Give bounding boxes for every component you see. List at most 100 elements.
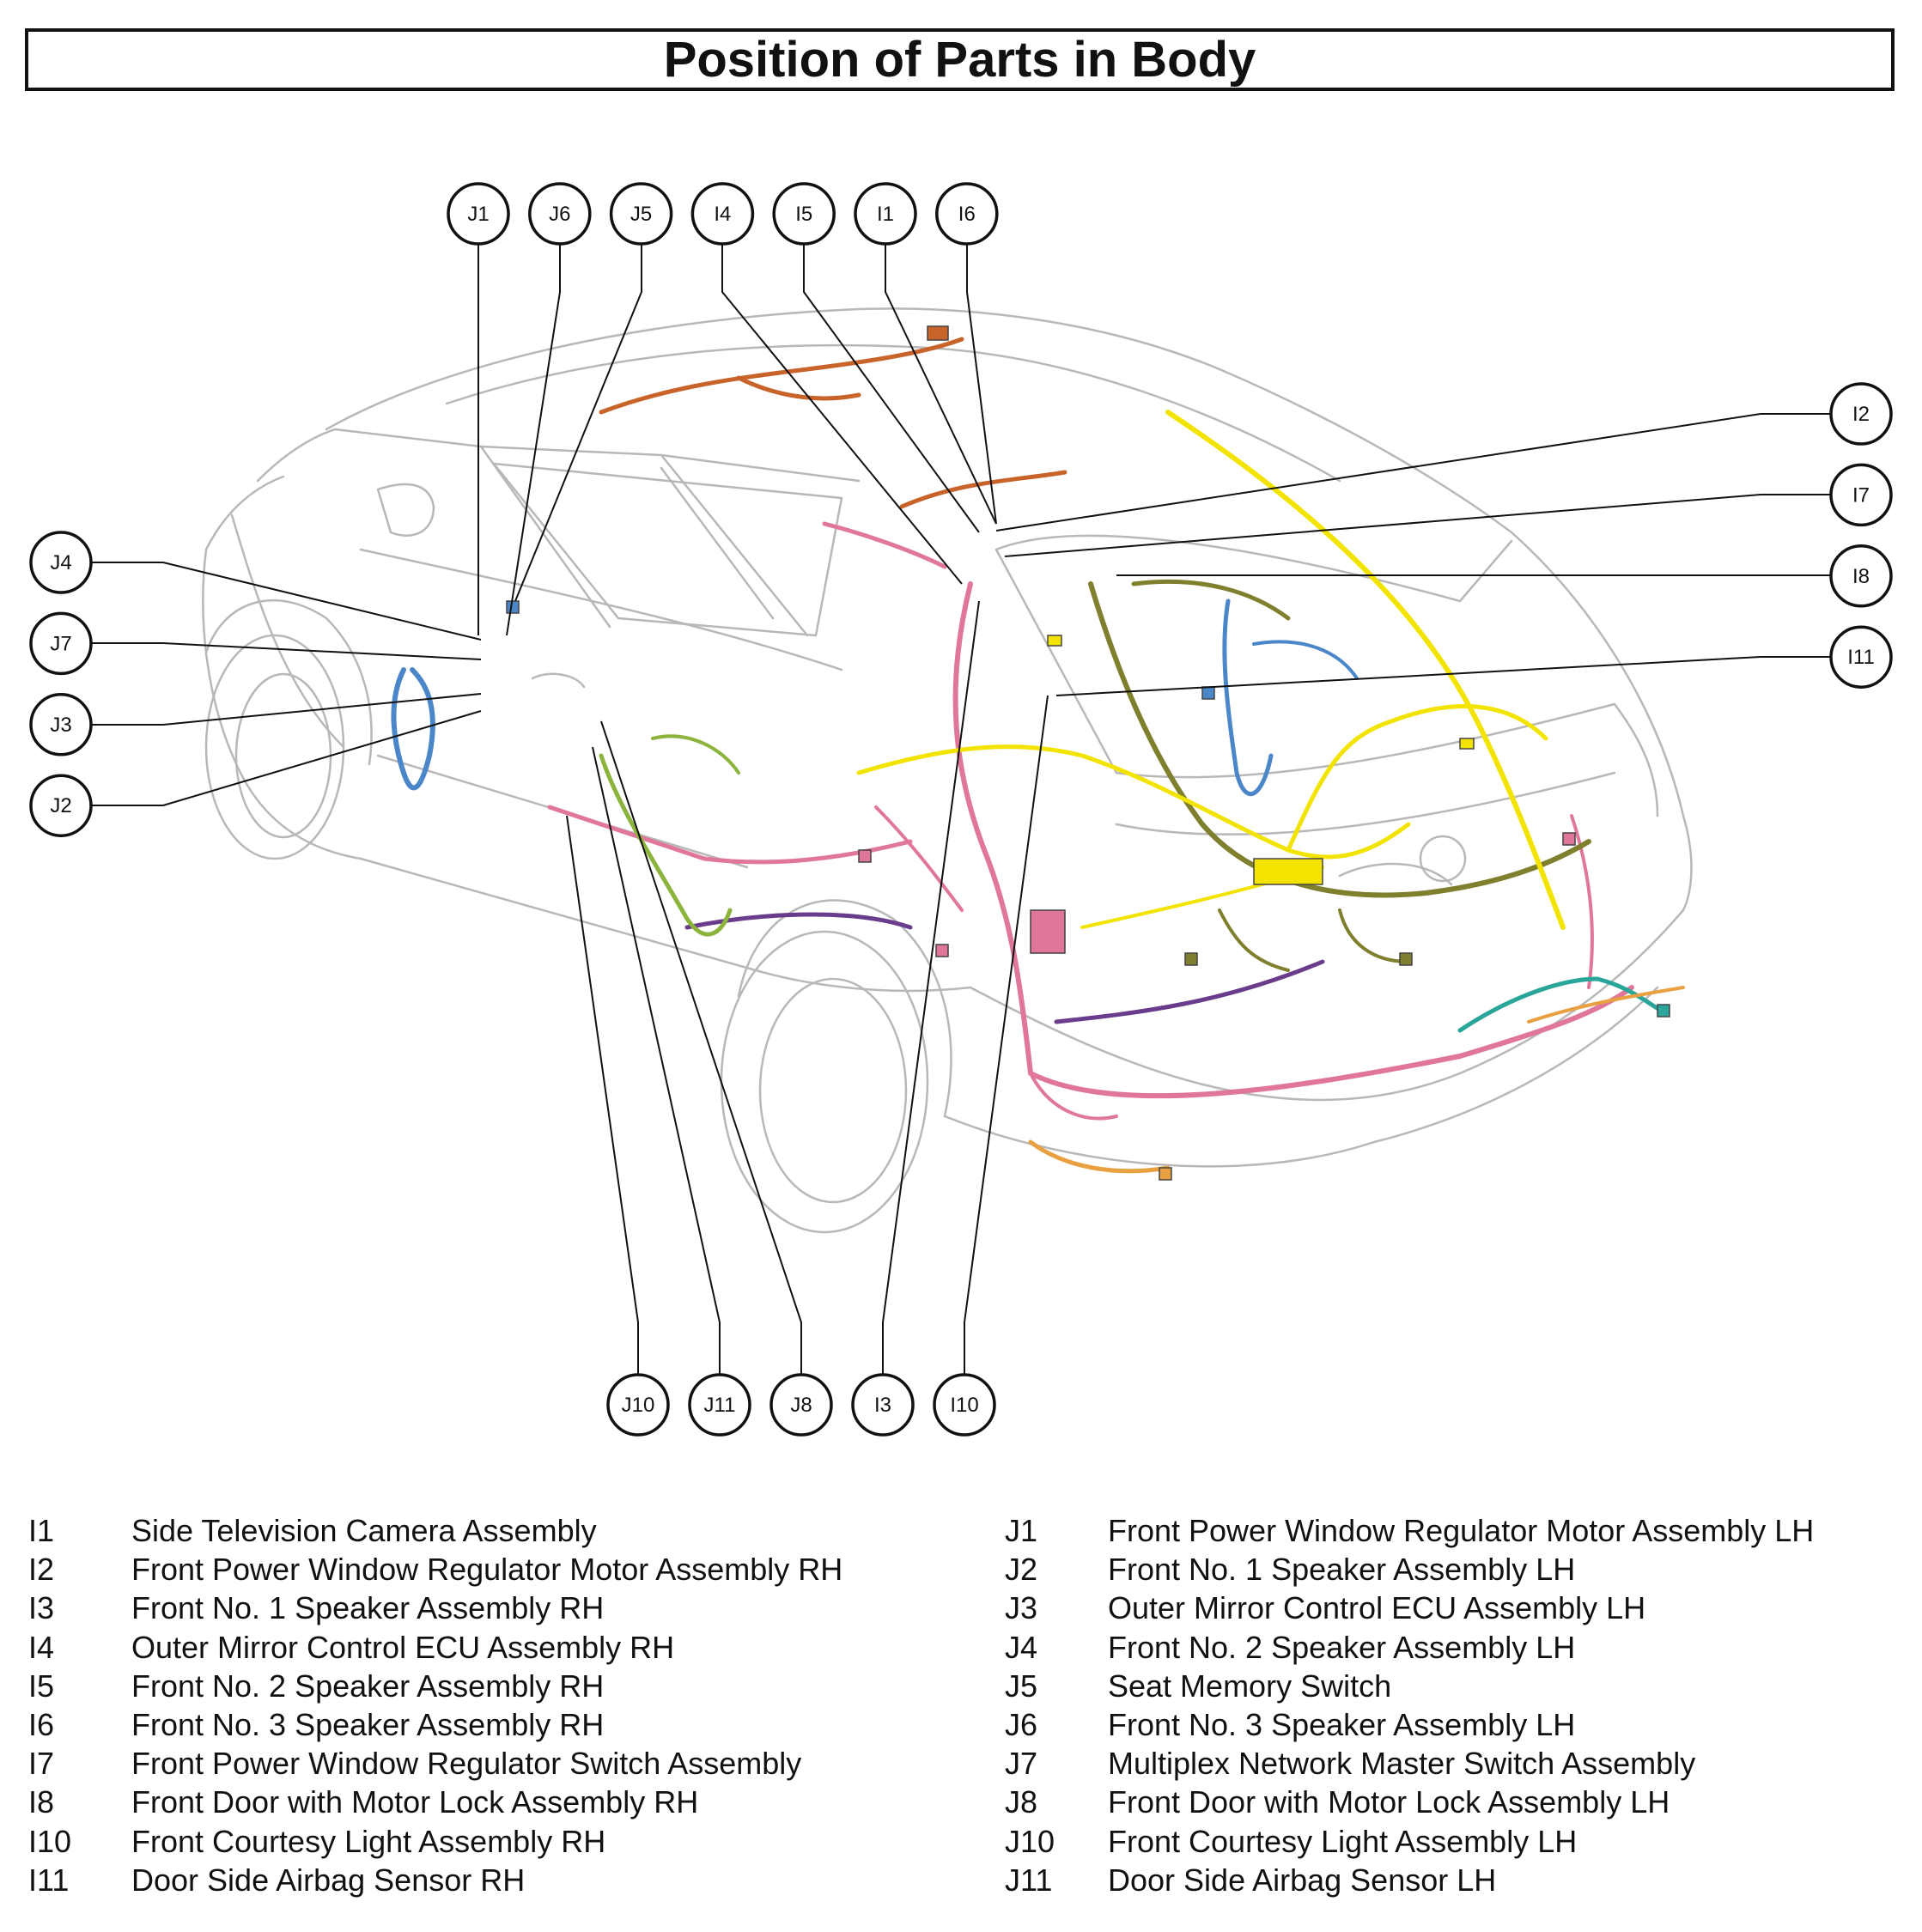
legend-part-name: Front Courtesy Light Assembly RH xyxy=(131,1823,606,1859)
harness-orange xyxy=(736,375,861,401)
callout-label: J3 xyxy=(50,714,71,737)
legend-part-name: Front No. 2 Speaker Assembly RH xyxy=(131,1668,605,1704)
callout-label: I3 xyxy=(874,1394,891,1417)
harness-teal xyxy=(1457,976,1669,1033)
callout-label: I5 xyxy=(795,203,812,226)
connector xyxy=(1459,738,1475,750)
harness-pink xyxy=(1029,1072,1118,1121)
harness-olive xyxy=(1218,908,1290,972)
legend-code: J2 xyxy=(1005,1552,1038,1588)
legend-part-name: Front No. 1 Speaker Assembly RH xyxy=(131,1590,605,1626)
callout-i6: I6 xyxy=(935,182,999,246)
callout-circle xyxy=(29,611,93,676)
callout-circle xyxy=(688,1373,751,1437)
connector xyxy=(1657,1004,1670,1018)
harness-purple xyxy=(1054,959,1325,1024)
callout-label: J4 xyxy=(50,551,71,574)
legend-row: J5 Seat Memory Switch xyxy=(1005,1667,1814,1705)
legend-part-name: Door Side Airbag Sensor RH xyxy=(131,1862,526,1898)
harness-orange xyxy=(899,470,1067,509)
callout-circle xyxy=(29,531,93,594)
leader-line-i7 xyxy=(1004,494,1831,557)
legend-part-name: Side Television Camera Assembly xyxy=(131,1513,597,1548)
leader-line-j8 xyxy=(600,720,802,1375)
callout-label: J1 xyxy=(467,203,489,226)
callout-circle xyxy=(29,693,93,756)
legend-part-name: Seat Memory Switch xyxy=(1108,1668,1392,1704)
callout-circle xyxy=(1829,544,1893,608)
callout-j1: J1 xyxy=(447,182,510,246)
callout-circle xyxy=(854,182,917,246)
leader-line-j6 xyxy=(506,244,561,636)
callout-label: I4 xyxy=(714,203,731,226)
callout-label: I1 xyxy=(877,203,894,226)
harness-pink xyxy=(1570,814,1594,989)
harness-olive xyxy=(1088,581,1591,898)
callout-label: I6 xyxy=(958,203,976,226)
harness-yellow xyxy=(1286,704,1548,853)
legend-part-name: Front Door with Motor Lock Assembly LH xyxy=(1108,1784,1670,1820)
callout-circle xyxy=(1829,625,1893,689)
leader-line-i6 xyxy=(966,244,997,525)
leader-line-j2 xyxy=(91,710,482,806)
callout-label: J8 xyxy=(790,1394,812,1417)
connector xyxy=(1184,952,1198,966)
callout-j11: J11 xyxy=(688,1373,751,1437)
callout-circle xyxy=(772,182,836,246)
legend-part-name: Door Side Airbag Sensor LH xyxy=(1108,1862,1497,1898)
leader-line-i5 xyxy=(803,244,980,533)
callout-i1: I1 xyxy=(854,182,917,246)
connector xyxy=(1030,909,1066,954)
callout-circle xyxy=(933,1373,996,1437)
legend-part-name: Outer Mirror Control ECU Assembly LH xyxy=(1108,1590,1646,1626)
callout-label: J10 xyxy=(622,1394,655,1417)
callout-j3: J3 xyxy=(29,693,93,756)
legend-part-name: Front Courtesy Light Assembly LH xyxy=(1108,1823,1578,1859)
legend-code: J1 xyxy=(1005,1513,1038,1548)
vehicle-outline xyxy=(202,307,1693,1234)
harness-pink xyxy=(874,805,964,912)
harness-green xyxy=(651,734,740,775)
callout-i4: I4 xyxy=(690,182,755,246)
title-box: Position of Parts in Body xyxy=(25,28,1895,91)
callout-circle xyxy=(769,1373,833,1437)
callout-label: I2 xyxy=(1852,403,1870,426)
legend-code: I6 xyxy=(28,1707,55,1743)
harness-olive xyxy=(1338,908,1410,963)
callout-i2: I2 xyxy=(1829,382,1893,446)
legend-code: J10 xyxy=(1005,1823,1055,1859)
callout-circle xyxy=(1829,382,1893,446)
legend-row: J10 Front Courtesy Light Assembly LH xyxy=(1005,1822,1814,1861)
callout-circle xyxy=(851,1373,915,1437)
connector xyxy=(927,325,949,341)
callout-circle xyxy=(606,1373,670,1437)
leader-line-j3 xyxy=(91,693,482,726)
legend-code: I1 xyxy=(28,1513,55,1548)
callout-label: J6 xyxy=(549,203,570,226)
callout-i7: I7 xyxy=(1829,463,1893,527)
vehicle-body-diagram: J1J6J5I4I5I1I6J4J7J3J2I2I7I8I11J10J11J8I… xyxy=(29,182,1893,1437)
callout-i5: I5 xyxy=(772,182,836,246)
callout-j5: J5 xyxy=(609,182,673,246)
connector xyxy=(1159,1167,1172,1181)
legend-code: J4 xyxy=(1005,1629,1038,1665)
legend-code: J5 xyxy=(1005,1668,1038,1704)
legend-code: I11 xyxy=(28,1862,70,1898)
legend-part-name: Front Door with Motor Lock Assembly RH xyxy=(131,1784,699,1820)
connector xyxy=(935,944,949,957)
legend-code: J7 xyxy=(1005,1746,1038,1782)
callout-i8: I8 xyxy=(1829,544,1893,608)
legend-code: I2 xyxy=(28,1552,55,1588)
legend-code: I8 xyxy=(28,1784,55,1820)
legend-code: I7 xyxy=(28,1746,55,1782)
